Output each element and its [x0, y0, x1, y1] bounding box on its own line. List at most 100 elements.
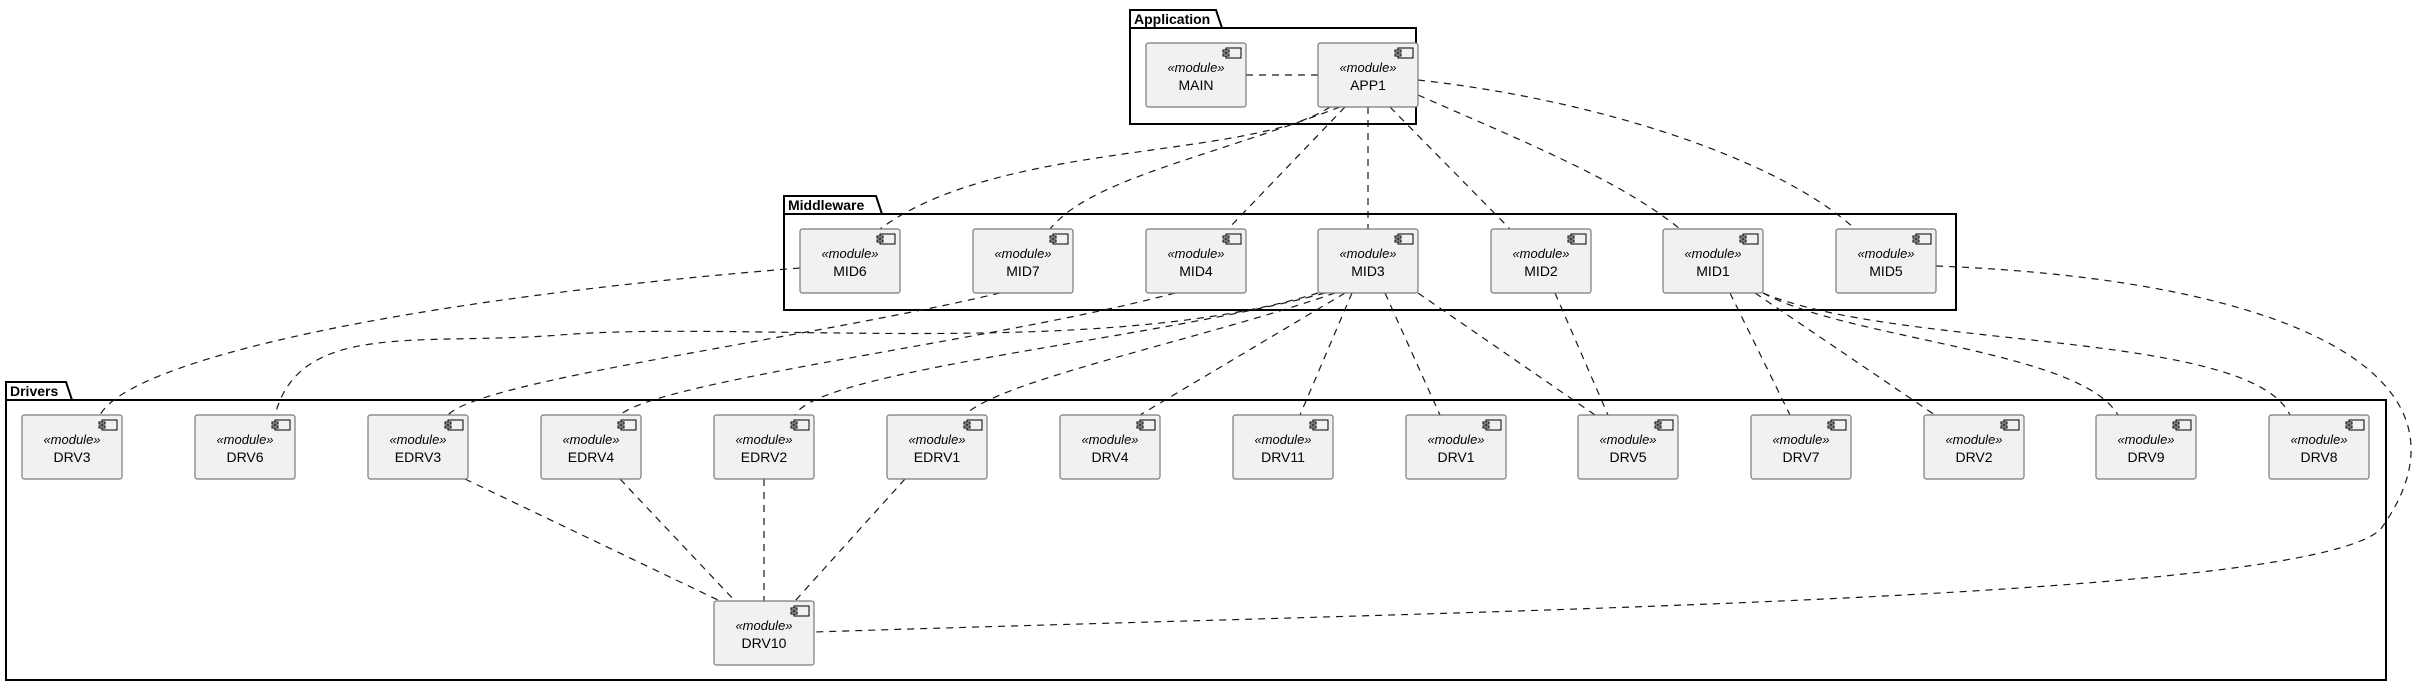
- component-icon: [1222, 233, 1242, 245]
- component-icon: [790, 605, 810, 617]
- module-name: DRV7: [1782, 449, 1819, 465]
- module-drv6[interactable]: «module»DRV6: [194, 414, 296, 480]
- module-stereotype: «module»: [1427, 432, 1484, 447]
- module-name: EDRV1: [914, 449, 961, 465]
- module-stereotype: «module»: [1339, 60, 1396, 75]
- module-drv1[interactable]: «module» DRV1: [1405, 414, 1507, 480]
- module-box[interactable]: [799, 228, 901, 294]
- module-box[interactable]: [1317, 42, 1419, 108]
- module-stereotype: «module»: [562, 432, 619, 447]
- module-box[interactable]: [2268, 414, 2370, 480]
- module-name: EDRV3: [395, 449, 442, 465]
- module-box[interactable]: [1662, 228, 1764, 294]
- module-box[interactable]: [1577, 414, 1679, 480]
- module-box[interactable]: [1059, 414, 1161, 480]
- module-drv5[interactable]: «module»DRV5: [1577, 414, 1679, 480]
- module-stereotype: «module»: [1945, 432, 2002, 447]
- dependency-app1-to-mid1: [1417, 94, 1681, 230]
- module-drv4[interactable]: «module» DRV4: [1059, 414, 1161, 480]
- component-icon: [1654, 419, 1674, 431]
- module-drv3[interactable]: «module»DRV3: [21, 414, 123, 480]
- component-icon: [1049, 233, 1069, 245]
- module-mid4[interactable]: «module»MID4: [1145, 228, 1247, 294]
- module-edrv3[interactable]: «module»EDRV3: [367, 414, 469, 480]
- module-mid5[interactable]: «module»MID5: [1835, 228, 1937, 294]
- module-mid3[interactable]: «module»MID3: [1317, 228, 1419, 294]
- module-name: MID7: [1006, 263, 1040, 279]
- module-mid6[interactable]: «module»MID6: [799, 228, 901, 294]
- module-box[interactable]: [1490, 228, 1592, 294]
- module-name: DRV3: [53, 449, 90, 465]
- package-label: Middleware: [788, 197, 864, 213]
- module-stereotype: «module»: [821, 246, 878, 261]
- module-stereotype: «module»: [2290, 432, 2347, 447]
- module-name: DRV1: [1437, 449, 1474, 465]
- module-drv8[interactable]: «module»DRV8: [2268, 414, 2370, 480]
- module-box[interactable]: [1405, 414, 1507, 480]
- dependency-mid6-to-drv3: [99, 267, 801, 416]
- component-icon: [1394, 47, 1414, 59]
- module-box[interactable]: [713, 414, 815, 480]
- module-box[interactable]: [1232, 414, 1334, 480]
- module-mid7[interactable]: «module» MID7: [972, 228, 1074, 294]
- component-icon: [1136, 419, 1156, 431]
- module-stereotype: «module»: [908, 432, 965, 447]
- module-name: EDRV2: [741, 449, 788, 465]
- module-box[interactable]: [972, 228, 1074, 294]
- module-box[interactable]: [21, 414, 123, 480]
- module-drv2[interactable]: «module»DRV2: [1923, 414, 2025, 480]
- module-name: MID2: [1524, 263, 1558, 279]
- component-icon: [444, 419, 464, 431]
- component-icon: [1912, 233, 1932, 245]
- module-box[interactable]: [540, 414, 642, 480]
- module-name: MID1: [1696, 263, 1730, 279]
- module-stereotype: «module»: [1599, 432, 1656, 447]
- dependency-app1-to-mid6: [879, 106, 1331, 230]
- module-stereotype: «module»: [994, 246, 1051, 261]
- module-name: DRV4: [1091, 449, 1128, 465]
- dependency-mid1-to-drv2: [1754, 292, 1936, 416]
- dependency-mid2-to-drv5: [1554, 292, 1609, 416]
- dependency-mid7-to-edrv3: [447, 292, 1001, 416]
- module-mid2[interactable]: «module»MID2: [1490, 228, 1592, 294]
- module-stereotype: «module»: [2117, 432, 2174, 447]
- module-edrv2[interactable]: «module» EDRV2: [713, 414, 815, 480]
- module-main[interactable]: «module»MAIN: [1145, 42, 1247, 108]
- dependencies-layer: [99, 74, 2412, 633]
- module-box[interactable]: [713, 600, 815, 666]
- component-icon: [1222, 47, 1242, 59]
- dependency-mid3-to-drv11: [1299, 292, 1353, 416]
- module-box[interactable]: [1835, 228, 1937, 294]
- module-name: MID4: [1179, 263, 1213, 279]
- dependency-mid1-to-drv7: [1729, 292, 1791, 416]
- module-stereotype: «module»: [1081, 432, 1138, 447]
- module-edrv4[interactable]: «module»EDRV4: [540, 414, 642, 480]
- dependency-mid1-to-drv9: [1762, 292, 2119, 416]
- module-box[interactable]: [886, 414, 988, 480]
- dependency-app1-to-mid5: [1417, 79, 1856, 230]
- module-drv7[interactable]: «module»DRV7: [1750, 414, 1852, 480]
- module-box[interactable]: [1145, 228, 1247, 294]
- component-icon: [1482, 419, 1502, 431]
- module-drv10[interactable]: «module»DRV10: [713, 600, 815, 666]
- module-box[interactable]: [1750, 414, 1852, 480]
- module-drv9[interactable]: «module»DRV9: [2095, 414, 2197, 480]
- module-box[interactable]: [367, 414, 469, 480]
- module-box[interactable]: [194, 414, 296, 480]
- module-edrv1[interactable]: «module» EDRV1: [886, 414, 988, 480]
- dependency-edrv4-to-drv10: [619, 478, 736, 602]
- module-box[interactable]: [1317, 228, 1419, 294]
- module-box[interactable]: [1923, 414, 2025, 480]
- module-app1[interactable]: «module»APP1: [1317, 42, 1419, 108]
- component-icon: [1394, 233, 1414, 245]
- module-stereotype: «module»: [735, 432, 792, 447]
- module-drv11[interactable]: «module»DRV11: [1232, 414, 1334, 480]
- module-mid1[interactable]: «module»MID1: [1662, 228, 1764, 294]
- component-icon: [2172, 419, 2192, 431]
- module-name: DRV11: [1261, 449, 1305, 465]
- module-box[interactable]: [1145, 42, 1247, 108]
- module-box[interactable]: [2095, 414, 2197, 480]
- module-stereotype: «module»: [735, 618, 792, 633]
